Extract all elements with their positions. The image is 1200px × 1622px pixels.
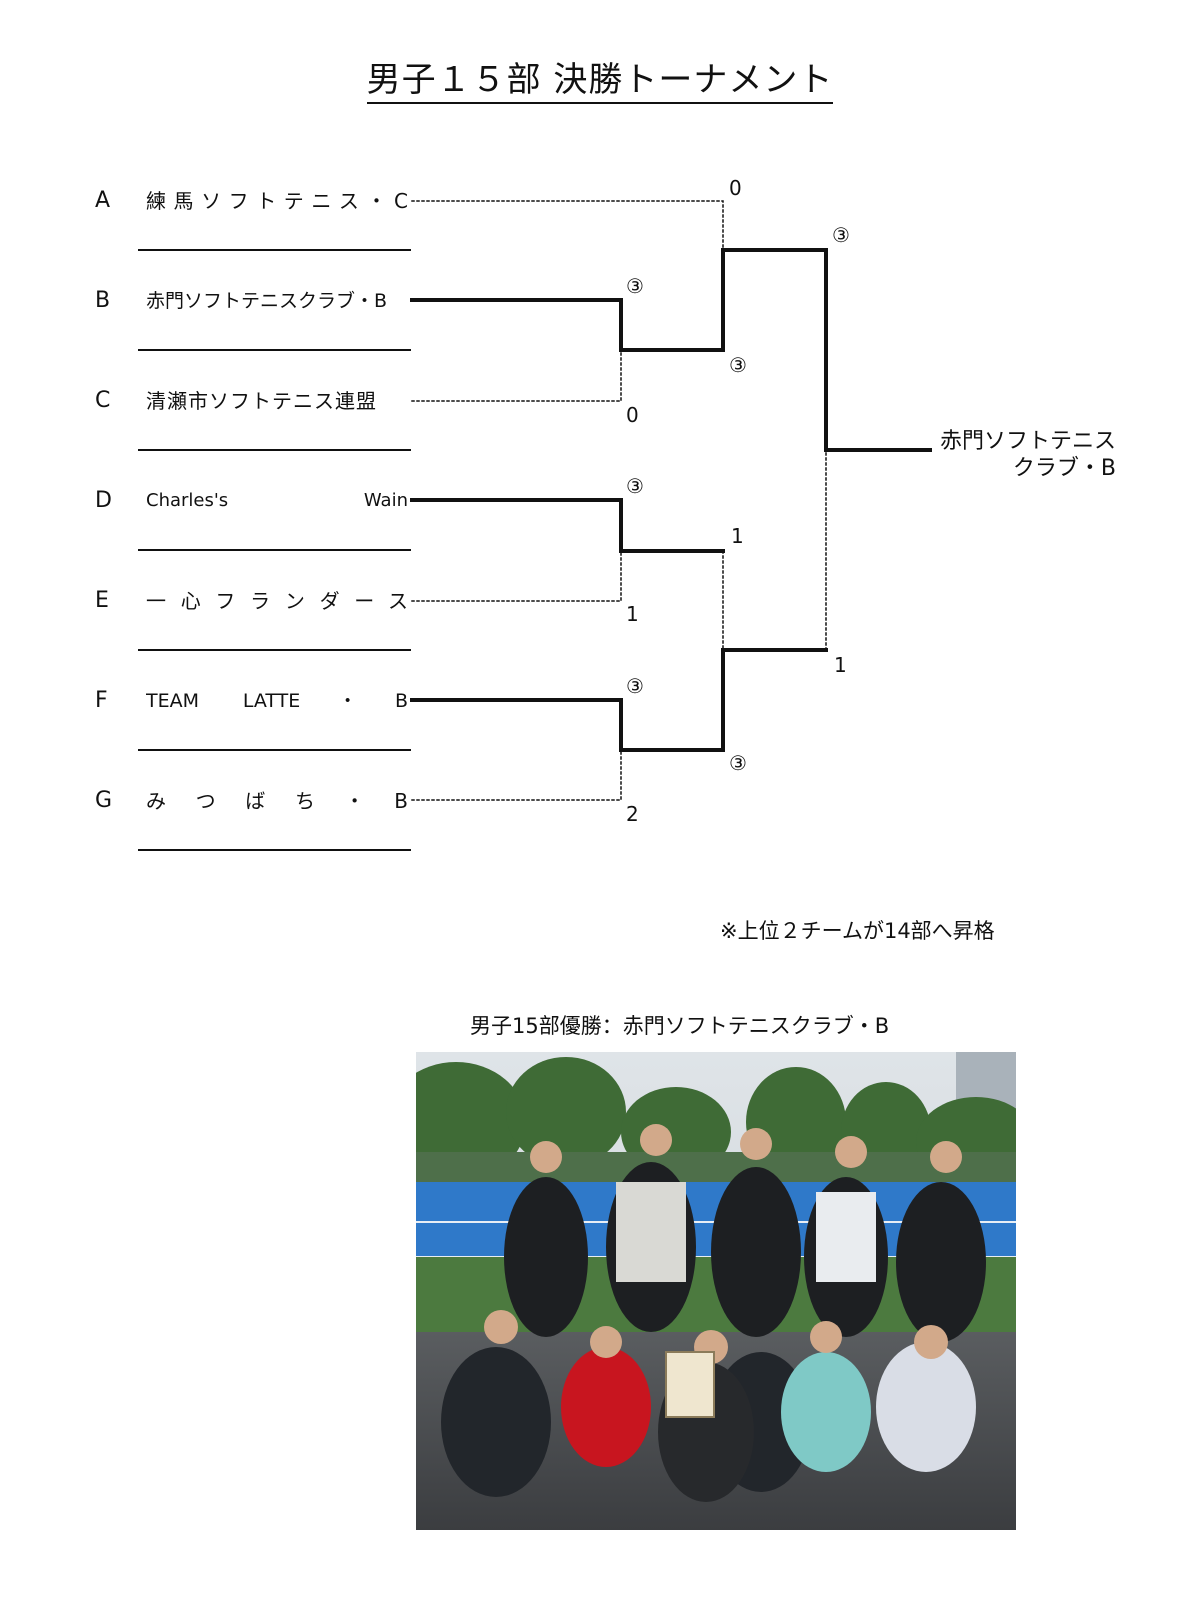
bracket-line-bc-r2 [721, 248, 828, 352]
score-a-round2: 0 [729, 176, 742, 200]
team-photo [416, 1052, 1016, 1530]
bracket-line-b [410, 298, 725, 352]
team-name-d: Charles's Wain [146, 490, 408, 511]
team-letter-d: D [95, 488, 112, 513]
team-name-a: 練馬ソフトテニス・C [146, 189, 408, 213]
team-letter-e: E [95, 588, 109, 613]
team-letter-f: F [95, 688, 108, 713]
score-g-round1: 2 [626, 802, 639, 826]
champion-label: 赤門ソフトテニス クラブ・B [916, 428, 1116, 482]
team-name-e: 一心フランダース [146, 589, 408, 613]
entry-line [138, 349, 411, 351]
entry-line [138, 849, 411, 851]
score-bottom-final: 1 [834, 653, 847, 677]
team-name-b: 赤門ソフトテニスクラブ・B [146, 290, 388, 312]
entry-line [138, 649, 411, 651]
team-letter-g: G [95, 788, 113, 813]
team-letter-a: A [95, 188, 111, 213]
bracket-line-e [411, 549, 622, 602]
team-name-c: 清瀬市ソフトテニス連盟 [146, 389, 377, 413]
bracket-line-c [411, 349, 622, 402]
team-letter-c: C [95, 388, 111, 413]
bracket-line-top-final [824, 248, 932, 452]
score-top-final: ③ [832, 223, 850, 247]
page-title: 男子１５部 決勝トーナメント [0, 52, 1200, 104]
team-name-f: TEAM LATTE・B [146, 690, 408, 712]
photo-caption: 男子15部優勝：赤門ソフトテニスクラブ・B [470, 1014, 890, 1038]
entry-line [138, 249, 411, 251]
score-e-round1: 1 [626, 602, 639, 626]
team-name-g: みつばち・B [146, 789, 408, 813]
bracket-line-g [411, 749, 622, 801]
entry-line [138, 749, 411, 751]
bracket-line-d [410, 498, 725, 553]
score-c-round1: 0 [626, 403, 639, 427]
score-b-round1: ③ [626, 274, 644, 298]
champion-line-1: 赤門ソフトテニス [939, 429, 1116, 454]
score-bc-round2: ③ [729, 353, 747, 377]
entry-line [138, 449, 411, 451]
score-d-round1: ③ [626, 474, 644, 498]
score-de-round2: 1 [731, 524, 744, 548]
score-f-round1: ③ [626, 674, 644, 698]
bracket-line-a [411, 200, 724, 249]
team-letter-b: B [95, 288, 111, 313]
promotion-note: ※上位２チームが14部へ昇格 [720, 919, 995, 943]
entry-line [138, 549, 411, 551]
score-fg-round2: ③ [729, 751, 747, 775]
tournament-bracket [410, 200, 932, 801]
bracket-line-f [410, 698, 725, 752]
bracket-line-fg-r2 [721, 648, 828, 752]
champion-line-2: クラブ・B [1012, 456, 1116, 481]
